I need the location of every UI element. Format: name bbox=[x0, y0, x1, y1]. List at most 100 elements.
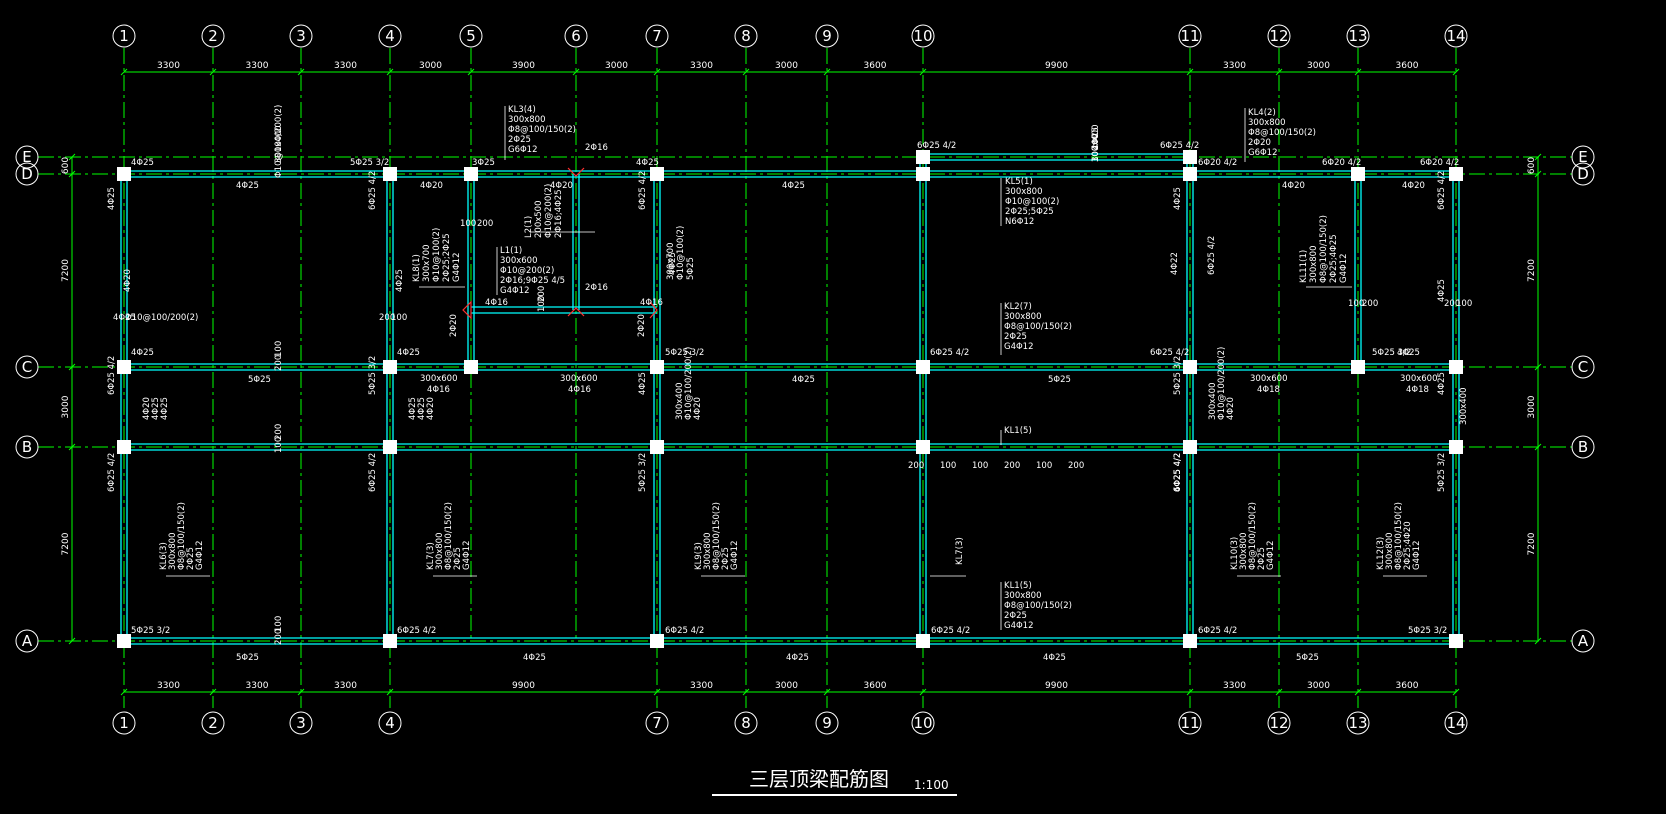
axis-bubble-right-C bbox=[1571, 355, 1595, 379]
rebar-annotation-16: KL3(4) bbox=[508, 105, 536, 115]
rebar-annotation-87: G4Φ12 bbox=[195, 540, 205, 570]
axis-label-bottom-14: 14 bbox=[1446, 714, 1465, 732]
rebar-annotation-35: G4Φ12 bbox=[500, 286, 530, 296]
column-25 bbox=[464, 360, 478, 374]
dim-label-bottom-4: 3300 bbox=[690, 681, 713, 691]
rebar-annotation-110: 300x800 bbox=[1004, 591, 1041, 601]
rebar-annotation-165: 4Φ25 bbox=[113, 313, 136, 323]
title-block: 三层顶梁配筋图 1:100 bbox=[712, 767, 957, 796]
dim-label-left-1: 7200 bbox=[61, 259, 71, 282]
column-28 bbox=[916, 150, 930, 164]
rebar-annotation-124: 5Φ25 bbox=[1296, 653, 1319, 663]
rebar-annotation-104: KL12(3) bbox=[1376, 537, 1386, 570]
axis-label-bottom-8: 8 bbox=[741, 714, 751, 732]
rebar-annotation-70: 5Φ25 bbox=[248, 375, 271, 385]
rebar-annotation-130: 4Φ25 bbox=[668, 252, 678, 275]
rebar-annotation-1: 5Φ25 3/2 bbox=[350, 158, 389, 168]
axis-label-top-11: 11 bbox=[1180, 27, 1199, 45]
rebar-annotation-46: Φ10@100(2) bbox=[676, 226, 686, 280]
rebar-annotation-51: 2Φ25;4Φ25 bbox=[1329, 234, 1339, 283]
axis-label-left-D: D bbox=[21, 165, 33, 183]
axis-label-right-D: D bbox=[1577, 165, 1589, 183]
rebar-annotation-134: 5Φ25 3/2 bbox=[1173, 356, 1183, 395]
rebar-annotation-80: 4Φ18 bbox=[1406, 385, 1429, 395]
rebar-annotation-97: G4Φ12 bbox=[730, 540, 740, 570]
axis-bubble-bottom-7 bbox=[645, 711, 669, 735]
rebar-annotation-113: G4Φ12 bbox=[1004, 621, 1034, 631]
rebar-annotation-115: 6Φ25 4/2 bbox=[397, 626, 436, 636]
rebar-annotation-168: 100 bbox=[274, 341, 284, 357]
rebar-annotation-116: 6Φ25 4/2 bbox=[665, 626, 704, 636]
rebar-annotation-179: 200 bbox=[1362, 299, 1378, 309]
dim-label-top-11: 3000 bbox=[1307, 61, 1330, 71]
dim-tick-top-6 bbox=[653, 68, 661, 76]
column-10 bbox=[650, 440, 664, 454]
rebar-annotation-112: 2Φ25 bbox=[1004, 611, 1027, 621]
axis-label-right-A: A bbox=[1578, 632, 1589, 650]
rebar-annotation-145: 5Φ25 3/2 bbox=[1437, 453, 1447, 492]
rebar-annotation-72: 4Φ16 bbox=[427, 385, 450, 395]
dim-label-top-10: 3300 bbox=[1223, 61, 1246, 71]
rebar-annotation-166: 100 bbox=[391, 313, 407, 323]
dim-tick-top-11 bbox=[1275, 68, 1283, 76]
rebar-annotation-126: 4Φ20 bbox=[123, 269, 133, 292]
dim-label-bottom-1: 3300 bbox=[246, 681, 269, 691]
column-4 bbox=[383, 167, 397, 181]
axis-bubble-right-B bbox=[1571, 435, 1595, 459]
rebar-annotation-96: 2Φ25 bbox=[721, 547, 731, 570]
rebar-annotation-151: 4Φ25 bbox=[408, 397, 418, 420]
axis-label-bottom-13: 13 bbox=[1348, 714, 1367, 732]
rebar-annotation-2: 3Φ25 bbox=[472, 158, 495, 168]
dim-label-bottom-3: 9900 bbox=[512, 681, 535, 691]
rebar-annotation-78: 4Φ18 bbox=[1257, 385, 1280, 395]
rebar-annotation-45: 300x700 bbox=[666, 243, 676, 280]
rebar-annotation-138: 5Φ25 3/2 bbox=[368, 356, 378, 395]
dim-tick-top-2 bbox=[297, 68, 305, 76]
axis-bubble-left-D bbox=[15, 162, 39, 186]
rebar-annotation-175: 200 bbox=[537, 286, 547, 302]
rebar-annotation-144: 6Φ25 4/2 bbox=[1173, 453, 1183, 492]
rebar-annotation-8: 6Φ20 4/2 bbox=[1322, 158, 1361, 168]
dim-tick-left-0 bbox=[68, 153, 76, 161]
axis-label-bottom-4: 4 bbox=[385, 714, 395, 732]
rebar-annotation-3: 2Φ16 bbox=[585, 143, 608, 153]
rebar-annotation-107: 2Φ25;4Φ20 bbox=[1403, 521, 1413, 570]
rebar-annotation-68: 5Φ25 3/2 bbox=[1372, 348, 1411, 358]
axis-bubble-bottom-9 bbox=[815, 711, 839, 735]
axis-label-top-10: 10 bbox=[913, 27, 932, 45]
rebar-annotation-119: 5Φ25 3/2 bbox=[1408, 626, 1447, 636]
dim-label-left-0: 600 bbox=[61, 157, 71, 174]
annotation-layer: 4Φ25 5Φ25 3/2 3Φ25 2Φ16 4Φ25 6Φ25 4/2 6Φ25 4/2… bbox=[107, 105, 1472, 663]
rebar-annotation-0: 4Φ25 bbox=[131, 158, 154, 168]
dim-label-bottom-8: 3300 bbox=[1223, 681, 1246, 691]
rebar-annotation-19: 2Φ25 bbox=[508, 135, 531, 145]
column-layer bbox=[117, 150, 1463, 648]
axis-label-bottom-10: 10 bbox=[913, 714, 932, 732]
rebar-annotation-37: 200x500 bbox=[534, 201, 544, 238]
dim-label-bottom-6: 3600 bbox=[864, 681, 887, 691]
rebar-annotation-54: 300x800 bbox=[1004, 312, 1041, 322]
rebar-annotation-22: 300x800 bbox=[1248, 118, 1285, 128]
axis-label-left-C: C bbox=[22, 358, 32, 376]
axis-bubble-left-E bbox=[15, 145, 39, 169]
rebar-annotation-55: Φ8@100/150(2) bbox=[1004, 322, 1072, 332]
axis-bubble-bottom-4 bbox=[378, 711, 402, 735]
rebar-annotation-5: 6Φ25 4/2 bbox=[917, 141, 956, 151]
dim-tick-bottom-8 bbox=[1186, 688, 1194, 696]
dim-tick-bottom-9 bbox=[1275, 688, 1283, 696]
rebar-annotation-121: 4Φ25 bbox=[523, 653, 546, 663]
rebar-annotation-52: G4Φ12 bbox=[1339, 253, 1349, 283]
column-27 bbox=[1351, 360, 1365, 374]
column-12 bbox=[916, 167, 930, 181]
rebar-annotation-56: 2Φ25 bbox=[1004, 332, 1027, 342]
axis-label-bottom-9: 9 bbox=[822, 714, 832, 732]
rebar-annotation-57: G4Φ12 bbox=[1004, 342, 1034, 352]
dim-label-bottom-0: 3300 bbox=[157, 681, 180, 691]
rebar-annotation-174: 100 bbox=[537, 296, 547, 312]
rebar-annotation-47: 5Φ25 bbox=[686, 257, 696, 280]
column-3 bbox=[117, 634, 131, 648]
rebar-annotation-177: 200 bbox=[274, 629, 284, 645]
rebar-annotation-117: 6Φ25 4/2 bbox=[931, 626, 970, 636]
axis-bubble-top-12 bbox=[1267, 24, 1291, 48]
